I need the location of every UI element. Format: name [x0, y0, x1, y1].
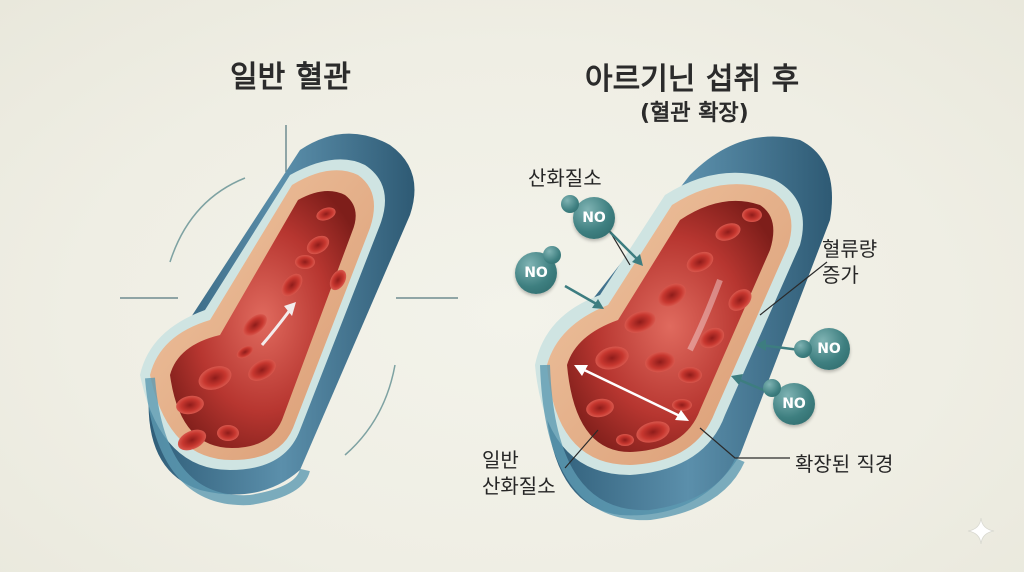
leader-line — [564, 429, 599, 469]
no-molecule: NO — [763, 379, 815, 425]
vessel-rim — [145, 377, 310, 506]
no-arrow-head — [731, 374, 743, 385]
vessel-rim — [540, 364, 745, 521]
no-molecule-label: NO — [817, 341, 841, 357]
red-blood-cell — [624, 311, 656, 333]
red-blood-cell — [636, 421, 670, 443]
guide-arc — [344, 364, 396, 456]
right-panel-title: 아르기닌 섭취 후 — [585, 62, 800, 97]
red-blood-cell — [176, 395, 204, 415]
no-arrow-head — [632, 254, 643, 266]
red-blood-cell — [715, 223, 741, 241]
red-blood-cell — [306, 235, 330, 255]
molecule-atom — [543, 246, 561, 264]
no-arrow — [564, 284, 601, 308]
no-molecule: NO — [515, 246, 561, 294]
right-vessel — [535, 136, 832, 521]
diameter-arrow-head — [574, 365, 588, 376]
flow-increase-label: 혈류량 증가 — [822, 236, 877, 288]
red-blood-cell — [699, 327, 725, 349]
left-panel-title: 일반 혈관 — [230, 60, 351, 95]
red-blood-cell — [678, 367, 702, 383]
vessel-lumen — [567, 200, 774, 452]
no-arrow — [759, 343, 801, 352]
molecule-atom — [763, 379, 781, 397]
red-blood-cell — [281, 273, 303, 297]
flow-arrow — [260, 309, 292, 346]
diameter-arrow-head — [675, 410, 689, 421]
no-arrow-head — [592, 299, 604, 309]
red-blood-cell — [728, 289, 752, 311]
red-blood-cell — [329, 269, 347, 291]
red-blood-cell — [672, 399, 692, 411]
baseline-nitric-oxide-label: 일반 산화질소 — [482, 447, 556, 499]
no-molecule-label: NO — [524, 265, 548, 281]
red-blood-cell — [217, 425, 239, 441]
red-blood-cell — [295, 255, 315, 269]
flow-increase-line1: 혈류량 — [822, 237, 878, 261]
red-blood-cell — [658, 283, 686, 307]
red-blood-cell — [248, 359, 276, 381]
molecule-atom — [794, 340, 812, 358]
no-arrow-head — [756, 339, 766, 351]
red-blood-cell — [742, 208, 762, 222]
red-blood-cell — [243, 314, 267, 336]
no-molecule: NO — [794, 328, 850, 370]
molecule-atom — [561, 195, 579, 213]
no-molecule-label: NO — [582, 210, 606, 226]
flow-arrow-head — [284, 302, 296, 316]
red-blood-cell — [177, 429, 207, 451]
red-blood-cell — [316, 207, 336, 221]
flow-increase-line2: 증가 — [822, 263, 859, 287]
red-blood-cell — [586, 398, 614, 418]
no-molecule: NO — [561, 195, 615, 239]
leader-line — [759, 261, 828, 316]
red-blood-cell — [198, 366, 232, 390]
baseline-line1: 일반 — [482, 448, 519, 472]
red-blood-cell — [236, 345, 254, 359]
sparkle-icon — [967, 517, 995, 545]
red-blood-cell — [595, 346, 629, 370]
red-blood-cell — [645, 351, 675, 373]
flow-streak — [687, 278, 723, 352]
guide-arc — [169, 177, 246, 263]
red-blood-cell — [616, 434, 634, 446]
no-molecule-label: NO — [782, 396, 806, 412]
red-blood-cell — [686, 251, 714, 273]
diameter-arrow — [577, 365, 685, 420]
left-vessel — [120, 125, 458, 506]
no-arrow — [609, 231, 641, 263]
right-panel-subtitle: (혈관 확장) — [640, 101, 749, 126]
leader-line — [699, 427, 790, 459]
nitric-oxide-label: 산화질소 — [528, 166, 602, 190]
dilated-diameter-label: 확장된 직경 — [795, 452, 894, 476]
baseline-line2: 산화질소 — [482, 474, 556, 498]
